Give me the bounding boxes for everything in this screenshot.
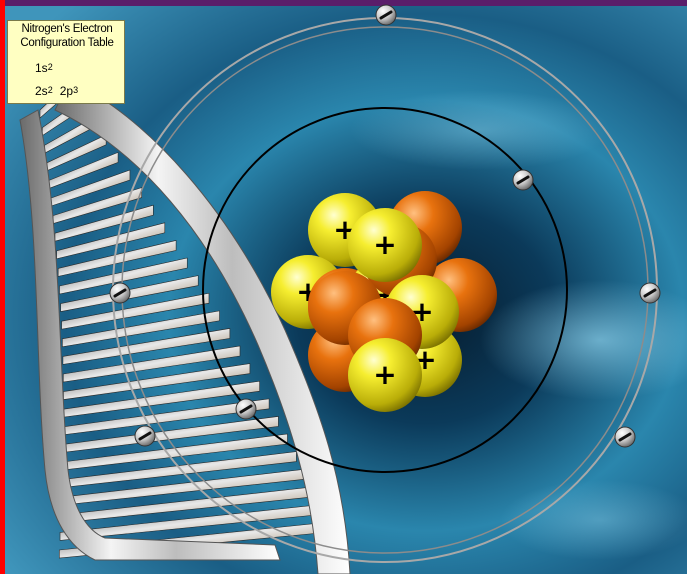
- config-shell2-row: 2s2 2p3: [35, 84, 78, 98]
- electrons: [109, 4, 661, 448]
- dna-rung: [57, 240, 177, 277]
- dna-strand-inner: [19, 109, 281, 561]
- nucleus: +++++++: [271, 191, 497, 412]
- orbital-2s-label: 2s: [35, 84, 48, 98]
- electron-icon: [375, 4, 397, 26]
- electron-icon: [512, 169, 534, 191]
- top-edge-bar: [0, 0, 687, 6]
- orbital-2s-electrons: 2: [47, 85, 53, 95]
- proton-plus-symbol: +: [373, 228, 396, 261]
- config-shell1-row: 1s2: [35, 61, 53, 75]
- proton-plus-symbol: +: [373, 358, 396, 391]
- left-edge-bar: [0, 0, 5, 574]
- dna-rung: [62, 328, 231, 365]
- orbital-2p-label: 2p: [59, 84, 74, 98]
- electron-configuration-table: Nitrogen's Electron Configuration Table …: [7, 20, 125, 104]
- dna-rung: [61, 292, 210, 330]
- electron-icon: [639, 282, 661, 304]
- dna-rung: [62, 310, 220, 348]
- electron-icon: [235, 398, 257, 420]
- orbital-1s-label: 1s: [35, 61, 48, 75]
- electron-icon: [109, 282, 131, 304]
- config-table-title-line2: Configuration Table: [20, 37, 114, 49]
- orbital-2p-electrons: 3: [73, 85, 79, 95]
- electron-icon: [134, 425, 156, 447]
- orbital-1s-electrons: 2: [47, 62, 53, 72]
- proton-icon: +: [348, 338, 422, 412]
- background-glow: [350, 90, 610, 170]
- dna-rung: [62, 345, 241, 383]
- dna-rung: [59, 257, 188, 295]
- proton-icon: +: [348, 208, 422, 282]
- electron-icon: [614, 426, 636, 448]
- inner-orbit-ring: [202, 107, 568, 473]
- background-glow: [500, 480, 687, 560]
- config-table-title-line1: Nitrogen's Electron: [21, 23, 113, 35]
- dna-helix-icon: [19, 79, 351, 574]
